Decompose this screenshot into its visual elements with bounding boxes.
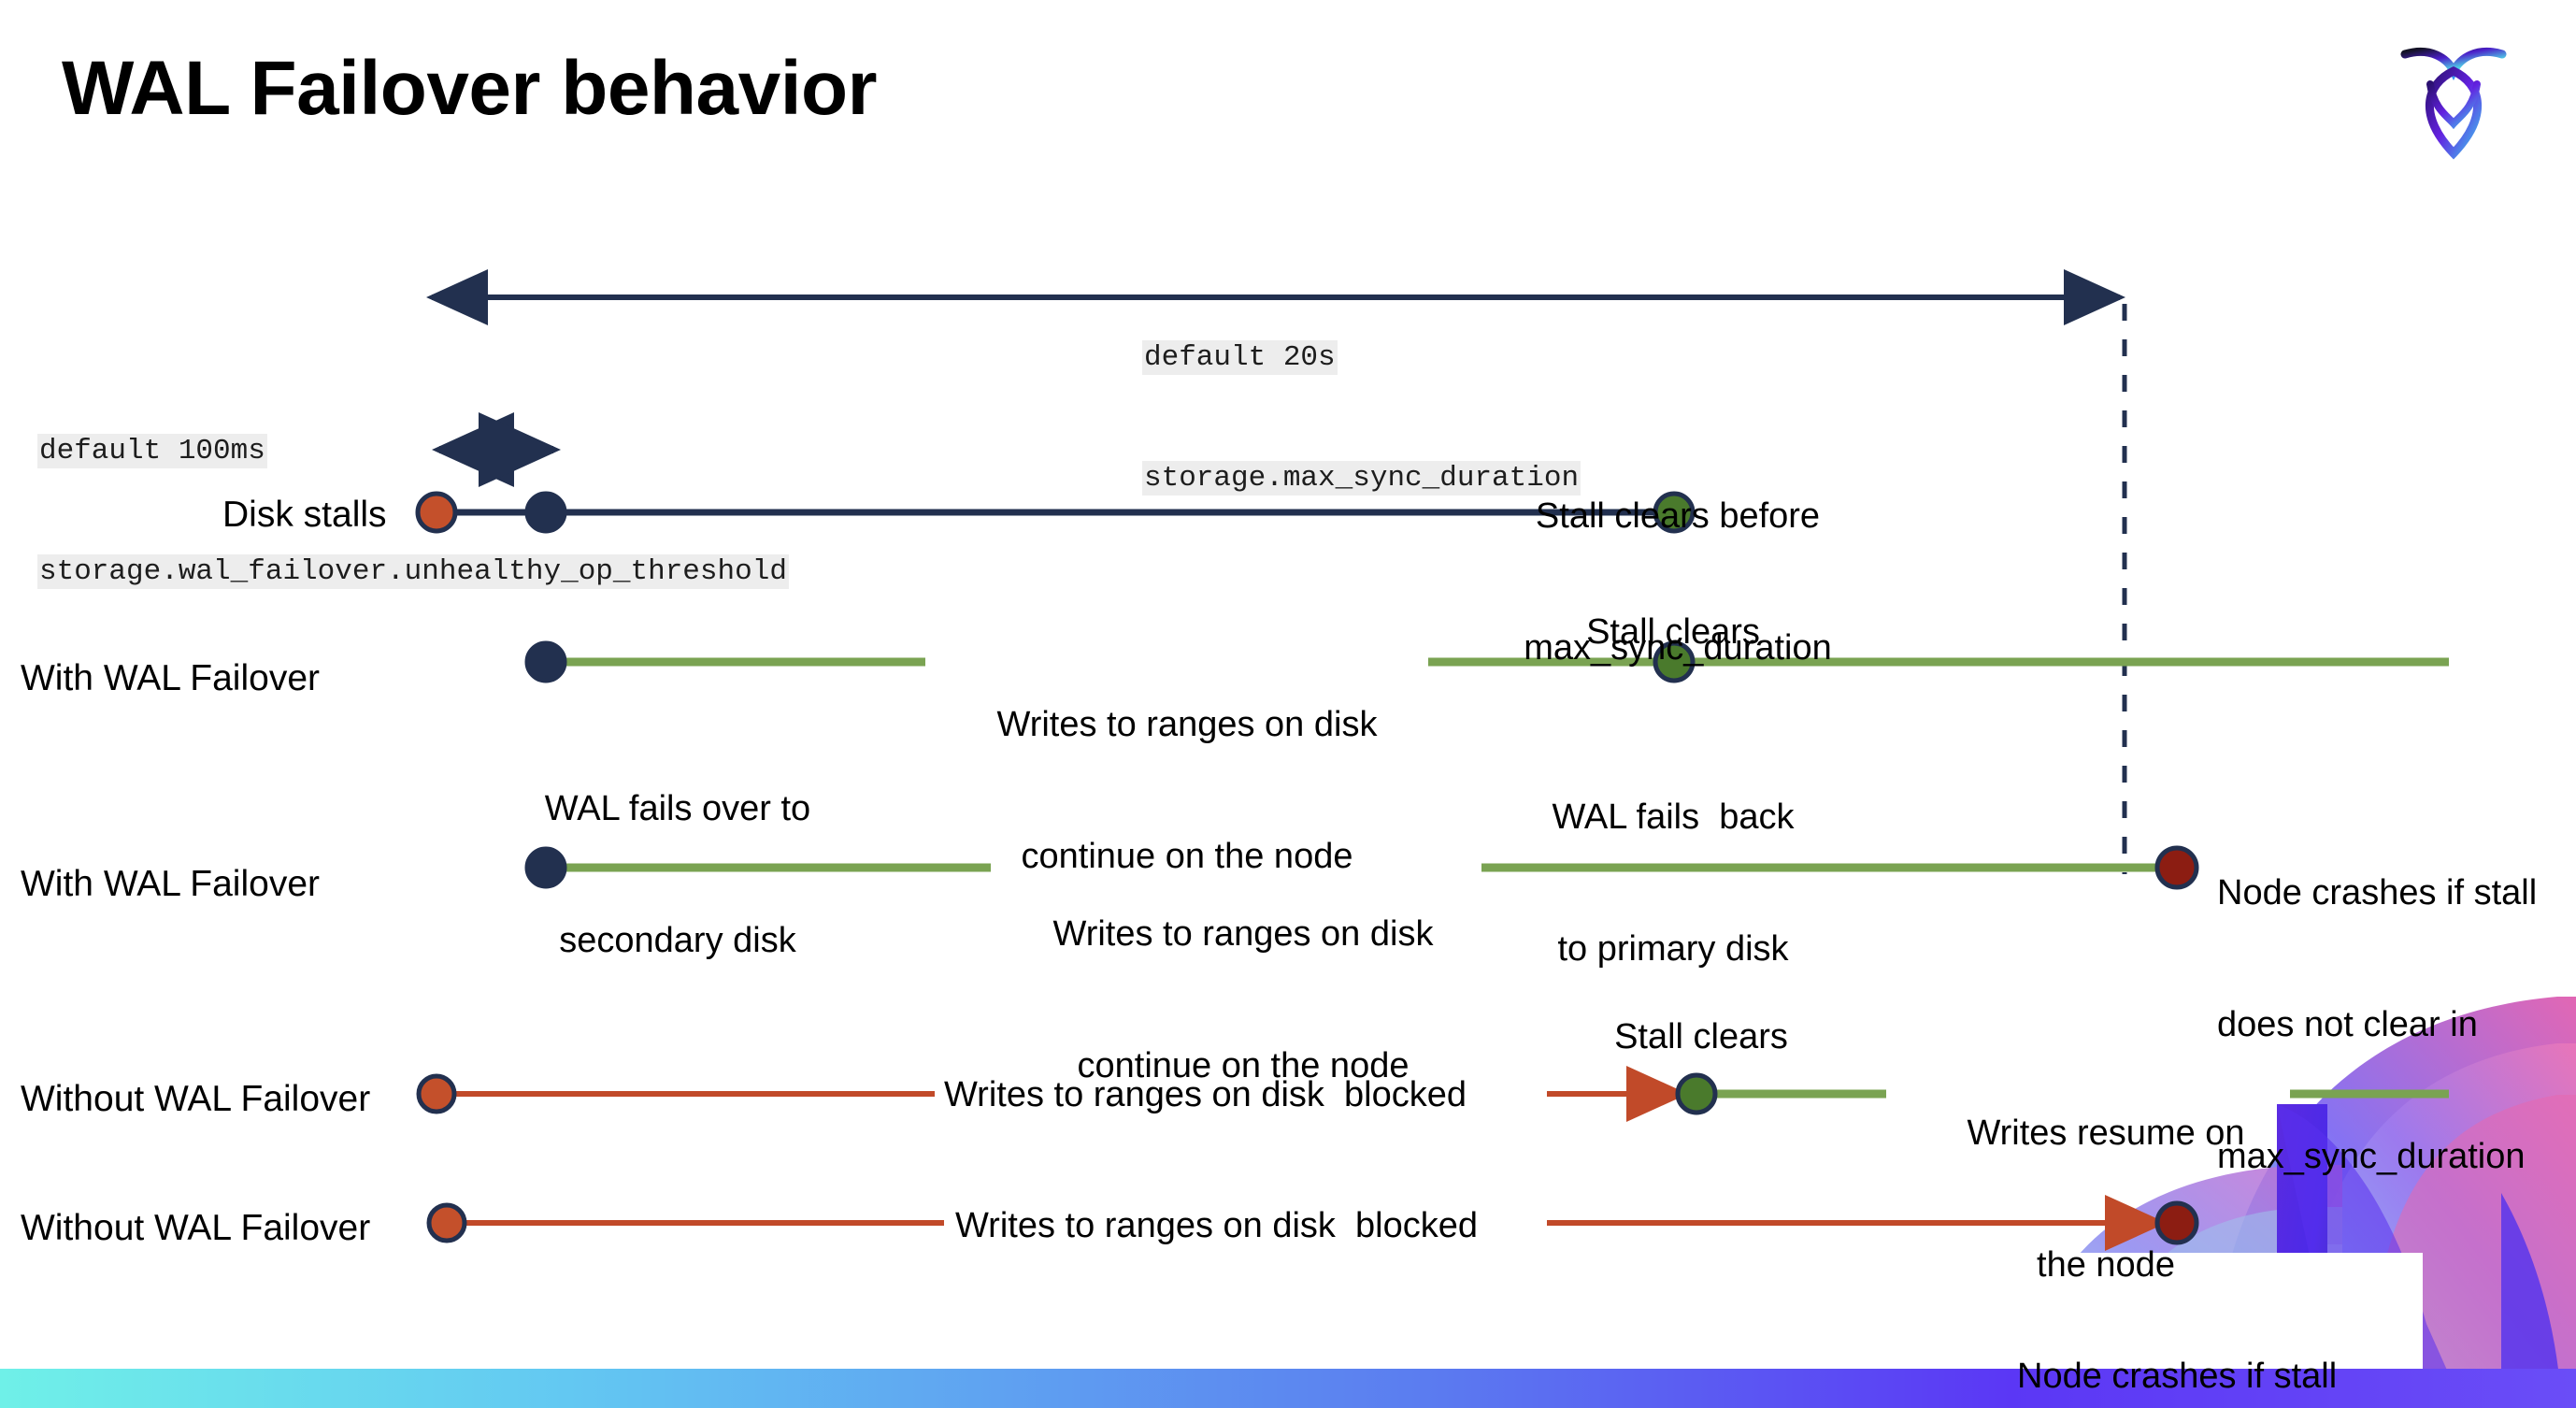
track-without-wal-failover-clears [416, 1066, 2449, 1122]
track-disk-stalls [415, 491, 1696, 534]
marker-stall-clears [1653, 640, 1696, 683]
unhealthy-op-setting: storage.wal_failover.unhealthy_op_thresh… [37, 554, 789, 589]
marker-stall-clears [1653, 491, 1696, 534]
note-node-crashes-row5: Node crashes if stall does not clear in … [2017, 1267, 2410, 1408]
marker-stall-begins [416, 1073, 457, 1114]
note-stall-clears-row4: Stall clears [1614, 1017, 1788, 1056]
note-wal-fails-back-line2: to primary disk [1557, 929, 1789, 969]
marker-threshold-hit [524, 491, 567, 534]
note-wal-fails-over: WAL fails over to secondary disk [430, 699, 925, 1051]
note-writes-continue-row3-line2: continue on the node [1077, 1046, 1410, 1085]
unhealthy-op-default: default 100ms [37, 434, 267, 468]
note-stall-clears-before: Stall clears before max_sync_duration [1458, 407, 1897, 758]
row-label-without-wal-failover-1: Without WAL Failover [21, 1079, 371, 1119]
max-sync-setting: storage.max_sync_duration [1142, 461, 1581, 496]
note-node-crashes-row3-line3: max_sync_duration [2217, 1137, 2526, 1176]
note-writes-blocked-row5: Writes to ranges on disk blocked [955, 1206, 1479, 1245]
note-stall-clears-before-line2: max_sync_duration [1524, 628, 1832, 668]
note-node-crashes-row5-line1: Node crashes if stall [2017, 1357, 2338, 1396]
marker-node-crashes [2154, 1200, 2199, 1245]
marker-stall-begins [415, 491, 458, 534]
cockroachdb-logo [2374, 26, 2533, 176]
row-label-with-wal-failover-1: With WAL Failover [21, 658, 320, 698]
marker-node-crashes [2154, 845, 2199, 890]
note-writes-continue-row3-line1: Writes to ranges on disk [1052, 914, 1434, 954]
note-wal-fails-over-line2: secondary disk [559, 921, 796, 960]
note-node-crashes-row3-line2: does not clear in [2217, 1005, 2478, 1044]
track-with-wal-failover-crash [524, 845, 2199, 890]
track-with-wal-failover-clears [524, 640, 2449, 683]
note-wal-fails-back: WAL fails back to primary disk [1467, 708, 1879, 1059]
note-wal-fails-back-line1: WAL fails back [1552, 797, 1795, 837]
note-node-crashes-row3-line1: Node crashes if stall [2217, 873, 2538, 912]
annotation-unhealthy-op-threshold: default 100ms storage.wal_failover.unhea… [37, 351, 789, 672]
row-label-disk-stalls: Disk stalls [222, 495, 387, 535]
marker-stall-clears [1675, 1072, 1718, 1115]
marker-stall-begins [426, 1202, 467, 1243]
annotation-max-sync-duration: default 20s storage.max_sync_duration [1142, 257, 1581, 579]
note-writes-continue-row2-line1: Writes to ranges on disk [996, 705, 1378, 744]
note-wal-fails-over-line1: WAL fails over to [544, 789, 811, 828]
marker-wal-fails-over [524, 846, 567, 889]
marker-wal-fails-over [524, 640, 567, 683]
note-writes-continue-row2: Writes to ranges on disk continue on the… [944, 615, 1430, 967]
note-writes-continue-row3: Writes to ranges on disk continue on the… [1000, 825, 1486, 1176]
note-stall-clears-row2: Stall clears [1586, 612, 1760, 652]
track-without-wal-failover-crash [426, 1195, 2199, 1251]
note-writes-resume-line1: Writes resume on [1967, 1113, 2245, 1153]
note-writes-resume: Writes resume on the node [1924, 1024, 2288, 1375]
footer-gradient-bar [0, 1369, 2576, 1408]
page-title: WAL Failover behavior [62, 46, 878, 131]
note-writes-continue-row2-line2: continue on the node [1021, 837, 1353, 876]
note-writes-resume-line2: the node [2037, 1245, 2175, 1285]
note-writes-blocked-row4: Writes to ranges on disk blocked [944, 1075, 1467, 1114]
note-node-crashes-row3: Node crashes if stall does not clear in … [2217, 783, 2576, 1267]
row-label-without-wal-failover-2: Without WAL Failover [21, 1208, 371, 1248]
row-label-with-wal-failover-2: With WAL Failover [21, 864, 320, 904]
note-stall-clears-before-line1: Stall clears before [1535, 496, 1821, 536]
max-sync-default: default 20s [1142, 340, 1338, 375]
